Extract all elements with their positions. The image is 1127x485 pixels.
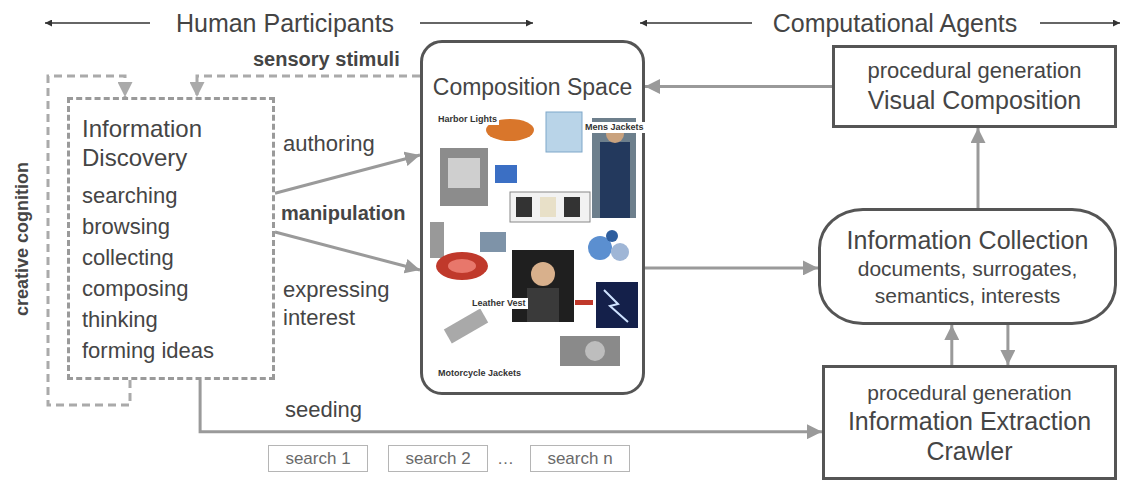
node-heading: procedural generation xyxy=(867,380,1071,406)
ellipsis: … xyxy=(497,448,514,469)
section-heading: Human Participants xyxy=(160,8,410,38)
edge-label: seeding xyxy=(285,397,362,423)
flow-arrow xyxy=(275,155,420,193)
part-image xyxy=(560,336,620,366)
node-heading: search n xyxy=(547,448,612,469)
flow-arrow xyxy=(977,128,980,208)
bag-image xyxy=(546,112,582,152)
search-box: search 1 xyxy=(268,445,368,472)
loop-label: creative cognition xyxy=(11,139,33,339)
node-text: forming ideas xyxy=(82,335,264,366)
image-caption: Motorcycle Jackets xyxy=(436,368,523,379)
process-box: procedural generationVisual Composition xyxy=(832,45,1117,128)
gear-image xyxy=(611,243,629,261)
flow-arrow xyxy=(1006,325,1009,365)
search-box: search n xyxy=(530,445,630,472)
node-text: thinking xyxy=(82,304,264,335)
flashlight-image xyxy=(444,309,488,344)
group-label: manipulation xyxy=(281,201,405,225)
node-heading: Information Collection xyxy=(847,225,1089,255)
composition-panel: Composition Space xyxy=(420,40,645,395)
edge-label: expressing interest xyxy=(283,276,408,332)
span-arrow xyxy=(640,22,752,24)
spark-detail xyxy=(604,290,628,322)
icon-image xyxy=(495,165,517,183)
thumbnail-strip xyxy=(510,192,590,222)
edge-label: authoring xyxy=(283,131,375,157)
spark-image xyxy=(596,282,638,328)
taillight-detail xyxy=(448,259,476,273)
gear-image xyxy=(606,230,618,242)
section-heading: Computational Agents xyxy=(770,8,1020,38)
dashed-process-box: Information Discoverysearchingbrowsingco… xyxy=(67,97,275,380)
part-detail xyxy=(585,341,605,361)
node-text: Information Extraction Crawler xyxy=(842,406,1097,466)
image-caption: Harbor Lights xyxy=(436,114,499,125)
node-heading: search 2 xyxy=(405,448,470,469)
phone-image xyxy=(430,222,444,258)
image-caption: Leather Vest xyxy=(470,298,528,309)
process-box: procedural generationInformation Extract… xyxy=(822,365,1117,480)
node-text: collecting xyxy=(82,242,264,273)
flow-arrow xyxy=(950,325,953,365)
node-heading: procedural generation xyxy=(867,57,1081,85)
part-image xyxy=(480,232,506,252)
shirt-image xyxy=(564,197,580,217)
face-image xyxy=(531,262,555,286)
span-arrow xyxy=(420,22,533,24)
collection-ellipse: Information Collectiondocuments, surroga… xyxy=(818,208,1117,325)
flow-arrow xyxy=(200,380,822,432)
node-text: searching xyxy=(82,180,264,211)
shirt-image xyxy=(540,197,556,217)
portrait-image xyxy=(512,250,574,322)
connector-image xyxy=(575,300,593,305)
node-heading: Composition Space xyxy=(433,73,632,101)
node-heading: Information Discovery xyxy=(82,114,264,172)
node-heading: search 1 xyxy=(285,448,350,469)
machine-detail xyxy=(448,158,480,188)
node-text: Visual Composition xyxy=(868,85,1082,116)
jacket-image xyxy=(600,142,630,218)
taillight-image xyxy=(436,252,488,280)
node-text: browsing xyxy=(82,211,264,242)
image-caption: Mens Jackets xyxy=(583,122,646,133)
flow-arrow xyxy=(275,232,420,270)
span-arrow xyxy=(45,22,150,24)
search-box: search 2 xyxy=(388,445,488,472)
machine-image xyxy=(440,148,488,206)
dashed-arrow xyxy=(197,76,420,97)
image-collage xyxy=(430,112,638,366)
flow-arrow xyxy=(645,266,818,269)
flow-arrow xyxy=(645,85,832,88)
node-text: composing xyxy=(82,273,264,304)
span-arrow xyxy=(1040,22,1120,24)
photo-ground xyxy=(592,118,636,218)
body-image xyxy=(527,288,559,322)
edge-label: sensory stimuli xyxy=(253,47,400,71)
shirt-image xyxy=(516,197,532,217)
node-text: documents, surrogates, semantics, intere… xyxy=(848,255,1088,309)
